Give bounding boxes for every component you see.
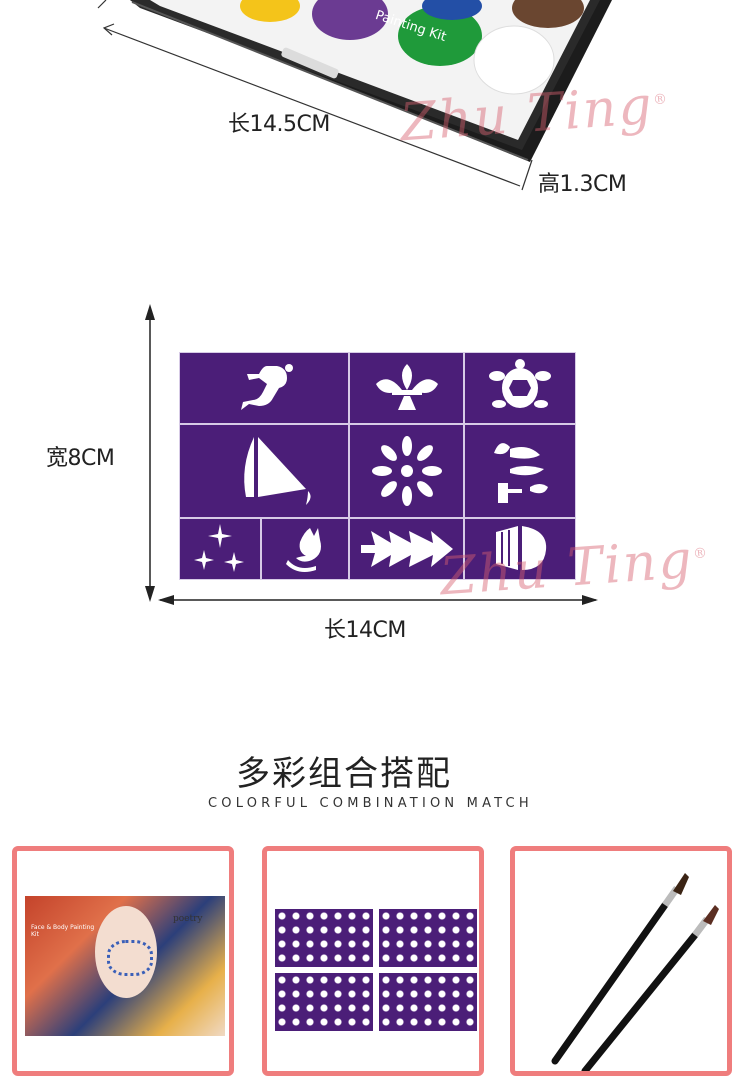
watermark-mark: ® (652, 91, 670, 109)
brush-1 (551, 873, 689, 1065)
green-paint-pan (398, 6, 482, 66)
stencil-cell-tree (349, 518, 464, 580)
blue-paint-pan (422, 0, 482, 20)
sparkle-stencil-icon (194, 524, 244, 572)
cat-stencil-icon (286, 528, 321, 572)
mini-stencil-1 (275, 909, 373, 967)
palette-height-label: 高1.3CM (538, 172, 627, 197)
kit-box-title: Face & Body Painting Kit (31, 924, 95, 938)
stencil-cell-music (464, 424, 576, 518)
stencil-cell-turtle (464, 352, 576, 424)
mini-stencil-3 (275, 973, 373, 1031)
sailboat-stencil-icon (244, 437, 311, 505)
mini-stencil-4 (379, 973, 477, 1031)
stencil-width-label: 宽8CM (46, 446, 115, 471)
watermark-mark: ® (692, 545, 710, 563)
fleur-de-lis-stencil-icon (375, 364, 438, 410)
brushes-drawing (551, 873, 719, 1071)
mini-stencil-2 (379, 909, 477, 967)
stencil-length-label: 长14CM (324, 618, 406, 643)
stencil-cell-sparkle (179, 518, 261, 580)
stencil-cell-flower (349, 424, 464, 518)
kit-box-face-pattern (107, 940, 153, 976)
yellow-paint-pan (240, 0, 300, 22)
palette-length-label: 长14.5CM (228, 112, 330, 137)
brown-paint-pan (512, 0, 584, 28)
stencil-cell-cat (261, 518, 349, 580)
purple-paint-pan (312, 0, 388, 40)
stencil-cell-fleur (349, 352, 464, 424)
stencil-cell-sailboat (179, 424, 349, 518)
white-paint-pan (473, 25, 555, 95)
stencil-mini-grid (275, 909, 477, 1033)
palette-case (0, 0, 750, 200)
brush-2 (581, 905, 719, 1071)
card-paint-kit-box[interactable]: Face & Body Painting Kit poetry (12, 846, 234, 1076)
kit-box-brand: poetry (173, 914, 203, 924)
card-stencil-sheets[interactable] (262, 846, 484, 1076)
kit-box-image: Face & Body Painting Kit poetry (25, 896, 225, 1036)
card-brushes[interactable] (510, 846, 732, 1076)
combo-title: 多彩组合搭配 (236, 754, 452, 794)
shell-stencil-icon (496, 526, 547, 570)
flower-stencil-icon (371, 436, 442, 506)
tree-stencil-icon (360, 531, 453, 567)
palette-case-drawing (97, 0, 612, 191)
music-note-stencil-icon (494, 443, 548, 503)
stencil-cell-lizard (179, 352, 349, 424)
stencil-dimension-arrows (145, 304, 598, 605)
combo-subtitle: COLORFUL COMBINATION MATCH (208, 796, 533, 811)
turtle-stencil-icon (489, 359, 551, 408)
stencil-cell-shell (464, 518, 576, 580)
lizard-stencil-icon (241, 364, 293, 410)
stencil-sheet (179, 352, 576, 580)
